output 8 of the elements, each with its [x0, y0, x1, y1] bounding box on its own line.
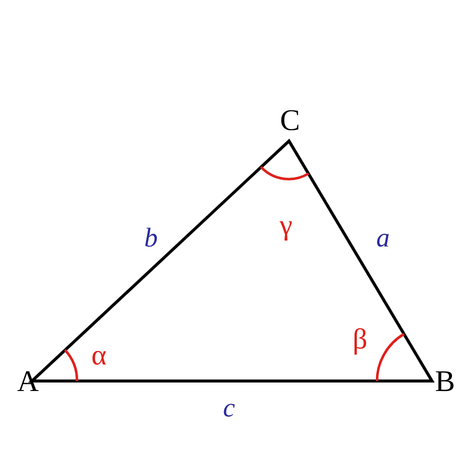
angle-label: α [91, 342, 107, 370]
side-label: b [144, 224, 158, 252]
angle-label: β [352, 326, 368, 354]
side-label: a [376, 224, 390, 252]
vertex-label: C [280, 106, 300, 136]
vertex-label: B [435, 367, 455, 397]
side-label: c [223, 394, 235, 422]
angle-label: γ [280, 212, 292, 240]
